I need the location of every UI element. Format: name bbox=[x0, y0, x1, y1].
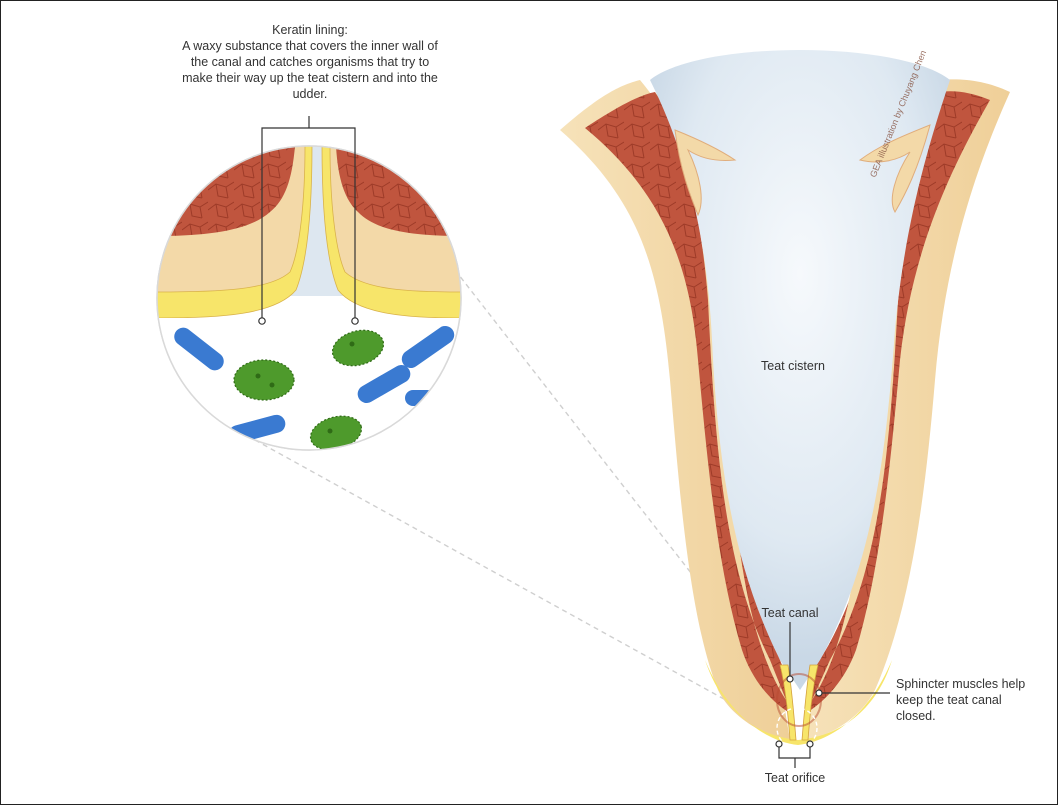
orifice-bracket bbox=[779, 746, 810, 758]
keratin-lining-title: Keratin lining: bbox=[180, 22, 440, 38]
sphincter-muscles-label: Sphincter muscles help keep the teat can… bbox=[896, 676, 1036, 724]
keratin-lining-label: Keratin lining: A waxy substance that co… bbox=[180, 22, 440, 102]
teat-canal-label: Teat canal bbox=[745, 605, 835, 621]
keratin-lining-description: A waxy substance that covers the inner w… bbox=[182, 39, 438, 101]
teat-orifice-label: Teat orifice bbox=[745, 770, 845, 786]
magnified-view bbox=[157, 146, 461, 458]
teat-cistern-label: Teat cistern bbox=[738, 358, 848, 374]
teat-cross-section bbox=[560, 50, 1010, 748]
